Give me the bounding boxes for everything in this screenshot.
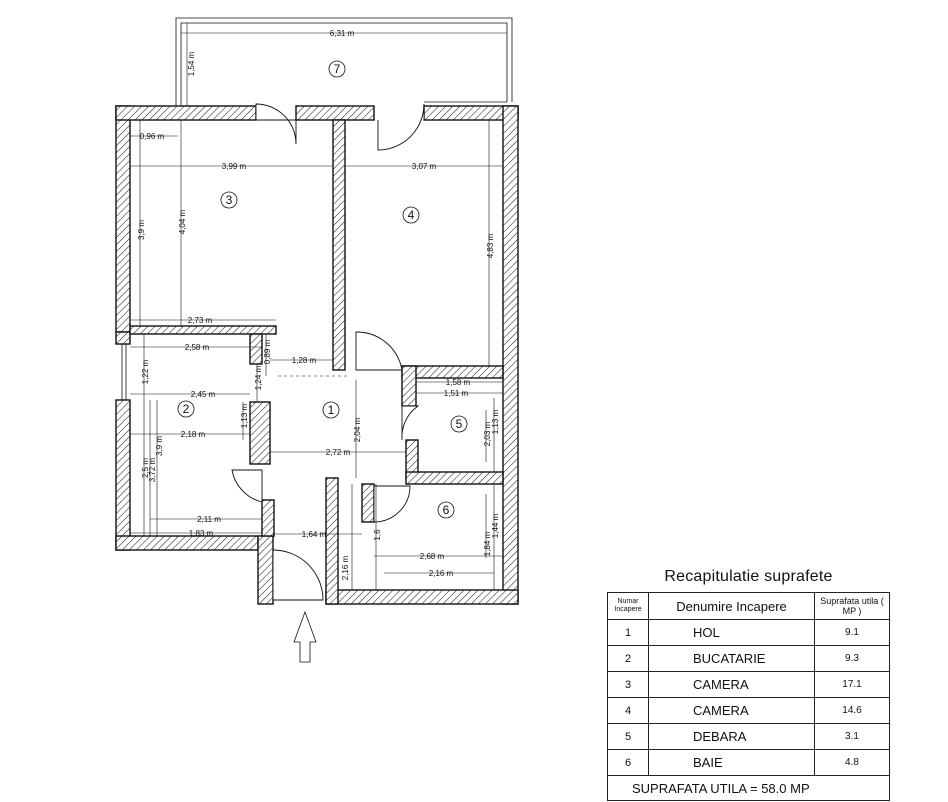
row-area: 4.8 [814,749,890,776]
door-storage [401,405,420,441]
row-area: 9.3 [814,645,890,672]
room-marker-3: 3 [220,191,238,209]
row-number: 2 [607,645,649,672]
row-area: 3.1 [814,723,890,750]
dim-room4-depth: 4,83 m [486,233,495,258]
dimension-lines [130,23,507,590]
entrance-arrow [293,610,317,663]
total-area: SUPRAFATA UTILA = 58.0 MP [607,775,890,801]
dim-kitchen-bottom1: 2,11 m [197,515,221,524]
svg-text:1: 1 [328,403,335,417]
dim-bath-w1: 2,68 m [420,552,445,561]
door-balcony-left [255,103,297,145]
dim-bath-h2: 1,44 m [491,513,500,538]
dim-kitchen-h3: 3,9 m [155,436,164,456]
room-marker-5: 5 [450,415,468,433]
row-number: 3 [607,671,649,698]
dim-kitchen-h2: 3,72 m [148,457,157,482]
row-area: 14.6 [814,697,890,724]
total-row: SUPRAFATA UTILA = 58.0 MP [607,775,890,801]
row-name: CAMERA [648,671,815,698]
window-lines [121,101,507,400]
doors [231,103,425,601]
balcony-outline [175,17,513,106]
room-marker-4: 4 [402,206,420,224]
header-name: Denumire Incapere [648,592,815,620]
dim-kitchen-h1: 2,5 m [141,458,150,478]
dim-bath-h1: 1,84 m [483,531,492,556]
dim-kitchen-right: 1,24 m [254,365,263,390]
svg-text:3: 3 [226,193,233,207]
dim-kitchen-bottom2: 1,83 m [189,529,214,538]
row-number: 1 [607,619,649,646]
dim-storage-w2: 1,51 m [444,389,469,398]
exterior-walls [115,105,519,605]
room-marker-6: 6 [437,501,455,519]
header-area: Suprafata utila ( MP ) [814,592,890,620]
door-entrance [272,549,324,601]
dim-kitchen-col: 1,13 m [240,403,249,428]
dim-balcony-depth: 1,54 m [187,51,196,76]
row-number: 4 [607,697,649,724]
row-name: HOL [648,619,815,646]
door-balcony-right [377,103,425,151]
summary-title: Recapitulatie suprafete [664,568,833,585]
room-marker-7: 7 [328,60,346,78]
dim-room4-width: 3,07 m [412,162,437,171]
dim-room3-depth-left: 3,9 m [137,220,146,240]
row-number: 5 [607,723,649,750]
svg-text:7: 7 [334,62,341,76]
dim-hall-small: 0,89 m [263,339,272,364]
table-row: 1 HOL 9.1 [607,619,890,646]
door-bath [373,485,411,523]
dim-hall-entry-h: 2,16 m [341,555,350,580]
row-name: DEBARA [648,723,815,750]
dim-balcony-width: 6,31 m [330,29,355,38]
floor-plan: 6,31 m 1,54 m 0,96 m 3,99 m 3,9 m 4,04 m… [115,17,519,663]
row-area: 9.1 [814,619,890,646]
area-table: Numar Incapere Denumire Incapere Suprafa… [607,592,890,801]
dim-hall-entry: 1,64 m [302,530,327,539]
dim-kitchen-top: 2,58 m [185,343,210,352]
dim-kitchen-inner: 2,18 m [181,430,206,439]
dim-kitchen-mid: 2,45 m [191,390,216,399]
svg-text:5: 5 [456,417,463,431]
dim-storage-w1: 1,58 m [446,378,471,387]
svg-text:6: 6 [443,503,450,517]
dim-hall-width: 2,72 m [326,448,351,457]
table-row: 6 BAIE 4.8 [607,749,890,776]
table-row: 5 DEBARA 3.1 [607,723,890,750]
row-area: 17.1 [814,671,890,698]
table-header-row: Numar Incapere Denumire Incapere Suprafa… [607,592,890,620]
dim-room3-depth: 4,04 m [178,209,187,234]
dim-room3-bottom: 2,73 m [188,316,213,325]
table-row: 4 CAMERA 14.6 [607,697,890,724]
interior-walls [129,119,504,537]
row-number: 6 [607,749,649,776]
dimension-labels: 6,31 m 1,54 m 0,96 m 3,99 m 3,9 m 4,04 m… [137,29,500,580]
dim-hall-height: 2,04 m [353,417,362,442]
header-number: Numar Incapere [607,592,649,620]
table-row: 2 BUCATARIE 9.3 [607,645,890,672]
table-row: 3 CAMERA 17.1 [607,671,890,698]
row-name: BAIE [648,749,815,776]
room-marker-1: 1 [322,401,340,419]
area-summary: Recapitulatie suprafete Numar Incapere D… [607,568,890,801]
svg-text:2: 2 [183,402,190,416]
row-name: CAMERA [648,697,815,724]
dim-kitchen-nook: 1,22 m [141,359,150,384]
dim-room3-width: 3,99 m [222,162,247,171]
door-kitchen [231,469,263,503]
room-marker-2: 2 [177,400,195,418]
door-room4 [355,331,403,371]
svg-text:4: 4 [408,208,415,222]
dim-bath-w2: 2,16 m [429,569,454,578]
room-markers: 1 2 3 4 5 6 7 [177,60,468,519]
dim-hall-top: 1,28 m [292,356,317,365]
dim-bath-small: 1,6 [373,529,382,541]
dim-room3-pier: 0,96 m [140,132,165,141]
dim-storage-h1: 2,03 m [483,421,492,446]
row-name: BUCATARIE [648,645,815,672]
dim-storage-h2: 1,13 m [491,409,500,434]
